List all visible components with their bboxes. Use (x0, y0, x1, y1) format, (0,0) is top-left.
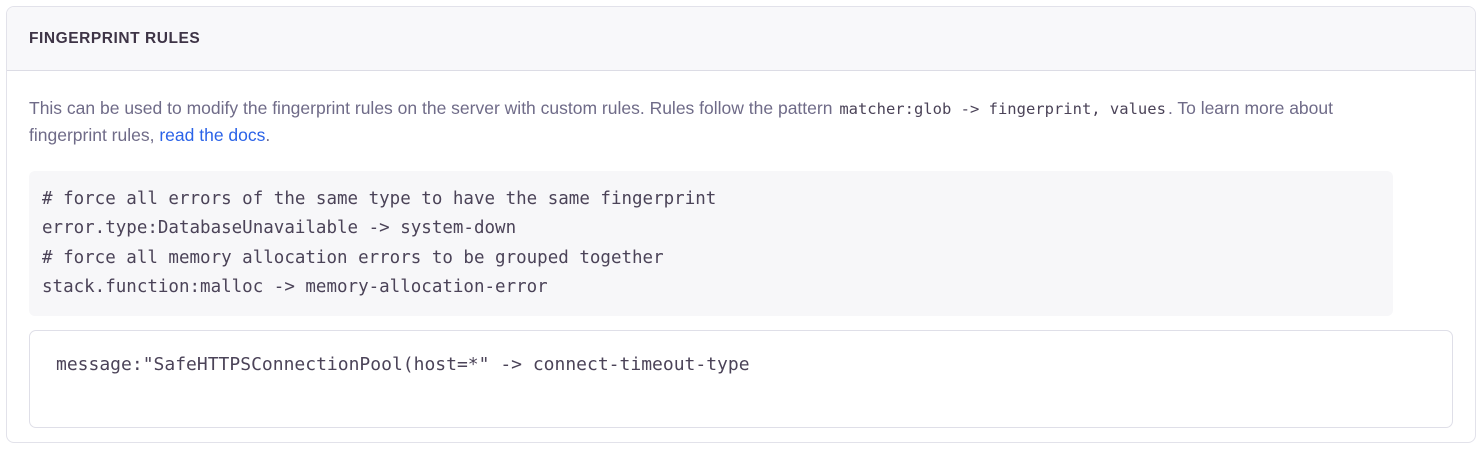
pattern-inline-code: matcher:glob -> fingerprint, values (839, 100, 1166, 118)
read-the-docs-link[interactable]: read the docs (159, 125, 266, 145)
fingerprint-rules-panel: FINGERPRINT RULES This can be used to mo… (6, 6, 1476, 443)
description-after-code: . To learn more about fingerprint rules, (29, 98, 1333, 145)
panel-body: This can be used to modify the fingerpri… (7, 71, 1475, 429)
description-trailing: . (265, 125, 271, 145)
fingerprint-rules-input[interactable] (30, 331, 1452, 428)
rules-input-container[interactable] (29, 330, 1453, 429)
panel-header: FINGERPRINT RULES (7, 7, 1475, 71)
description-text: This can be used to modify the fingerpri… (29, 95, 1374, 148)
page-title: FINGERPRINT RULES (29, 29, 201, 47)
example-rules-code-block: # force all errors of the same type to h… (29, 171, 1393, 317)
description-before-code: This can be used to modify the fingerpri… (29, 98, 838, 118)
